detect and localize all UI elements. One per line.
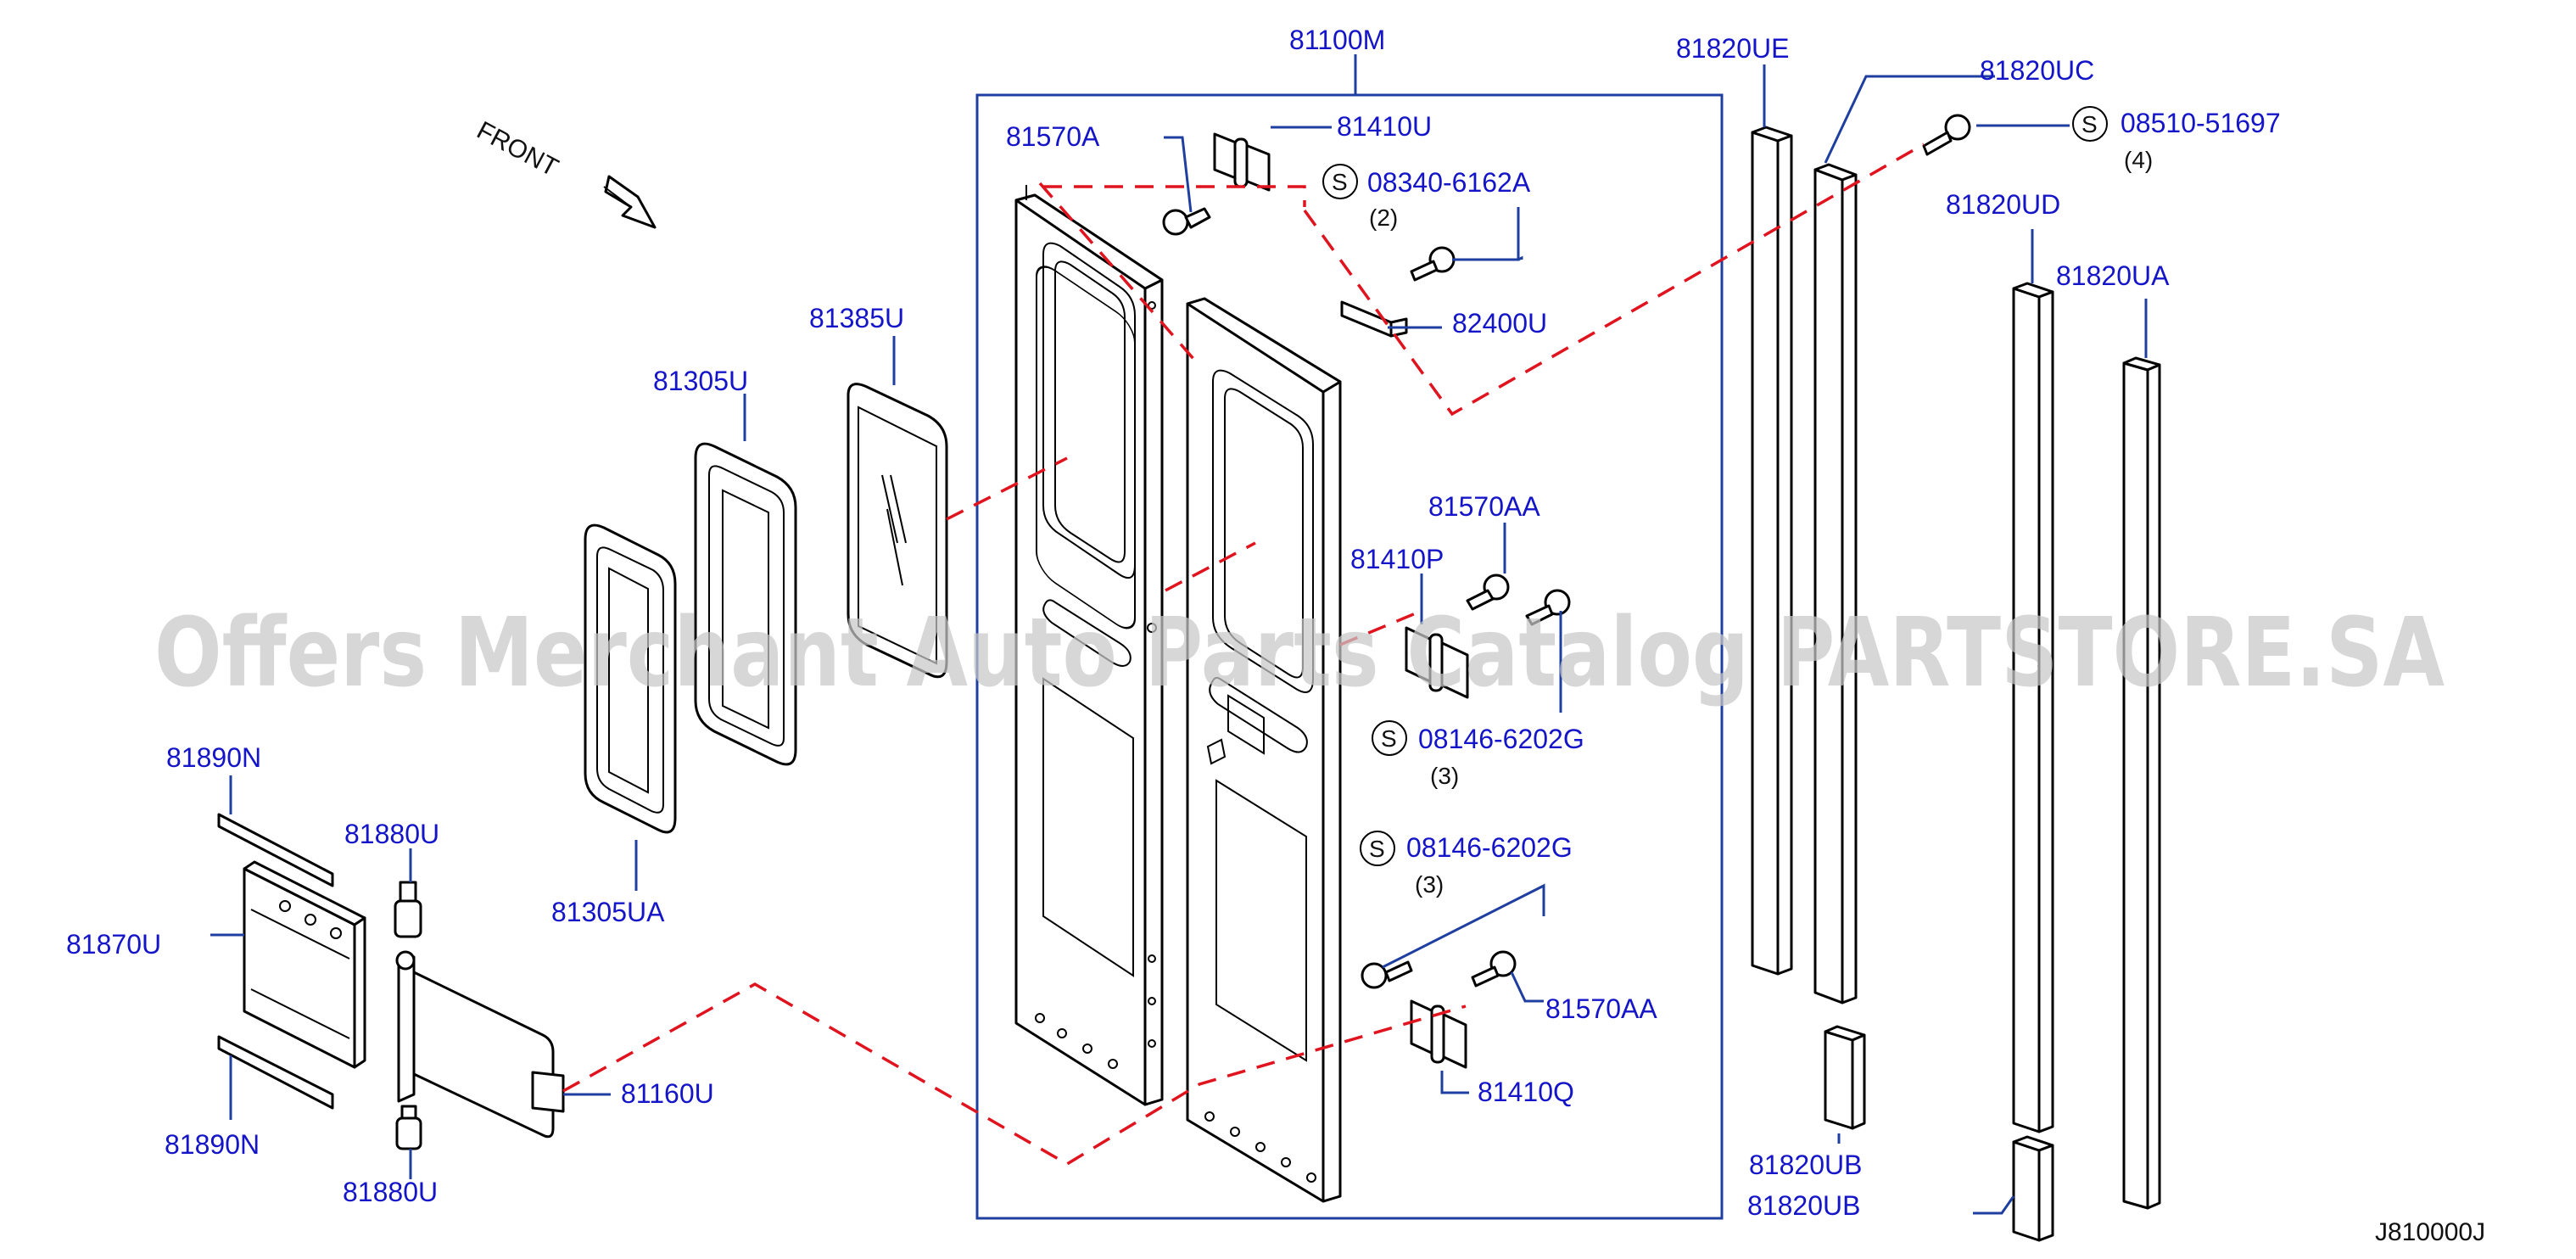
part-label-81820UD[interactable]: 81820UD	[1946, 189, 2060, 220]
part-label-81890N-top[interactable]: 81890N	[166, 742, 261, 773]
bracket-81870U	[243, 860, 366, 1069]
quantity-08340-6162A: (2)	[1369, 204, 1398, 231]
part-label-08146-6202G-b[interactable]: 08146-6202G	[1406, 832, 1573, 863]
bushing-81880U-top	[394, 881, 422, 938]
quantity-08146-6202G-a: (3)	[1430, 763, 1459, 789]
part-label-81880U-bottom[interactable]: 81880U	[343, 1177, 438, 1207]
phantom-line-top	[1038, 143, 1925, 417]
part-label-81880U-top[interactable]: 81880U	[344, 819, 439, 849]
quantity-08146-6202G-b: (3)	[1415, 871, 1444, 898]
part-label-81410P[interactable]: 81410P	[1350, 544, 1444, 574]
left-door-panel	[1014, 185, 1164, 1106]
weatherstrip-81820UD	[2012, 282, 2054, 1133]
standard-part-marker: S	[1360, 831, 1395, 866]
part-label-81870U[interactable]: 81870U	[66, 929, 161, 960]
weatherstrip-81820UE	[1751, 126, 1793, 976]
bolt-81570AA-bottom	[1471, 950, 1517, 988]
part-label-81305UA[interactable]: 81305UA	[551, 897, 665, 927]
bolt-81570AA-top	[1466, 574, 1510, 611]
part-label-81100M[interactable]: 81100M	[1289, 25, 1385, 55]
part-label-81820UB-1[interactable]: 81820UB	[1749, 1150, 1862, 1180]
assembly-box-81100M	[975, 93, 1724, 1220]
part-label-81410Q[interactable]: 81410Q	[1478, 1077, 1574, 1107]
part-label-81820UB-2[interactable]: 81820UB	[1747, 1190, 1860, 1221]
part-label-81890N-bottom[interactable]: 81890N	[165, 1129, 260, 1160]
part-label-81820UA[interactable]: 81820UA	[2056, 260, 2170, 291]
strip-81890N-bottom	[217, 1035, 334, 1110]
quantity-08510-51697: (4)	[2124, 147, 2153, 173]
standard-part-marker: S	[1372, 720, 1407, 756]
phantom-line-glass	[946, 456, 1068, 521]
hinge-81410U	[1213, 132, 1271, 192]
standard-part-marker: S	[2072, 106, 2108, 142]
bushing-81880U-bottom	[395, 1105, 422, 1150]
part-label-81160U[interactable]: 81160U	[621, 1078, 714, 1109]
bolt-08146-6202G-a	[1525, 589, 1571, 626]
watermark-text: Offers Merchant Auto Parts Catalog PARTS…	[154, 598, 2445, 708]
gasket-81305U	[694, 442, 797, 766]
glass-81385U	[847, 383, 948, 679]
part-label-81570A[interactable]: 81570A	[1006, 121, 1100, 152]
svg-text:S: S	[1381, 725, 1397, 752]
bolt-08340-6162A	[1410, 246, 1456, 282]
part-label-81570AA-bottom[interactable]: 81570AA	[1545, 993, 1657, 1024]
leader-lines	[210, 64, 2148, 1215]
svg-text:S: S	[1332, 169, 1348, 195]
right-door-panel	[1186, 297, 1342, 1203]
part-label-08340-6162A[interactable]: 08340-6162A	[1367, 167, 1531, 198]
end-cap-81820UB-2	[2012, 1135, 2054, 1242]
part-label-82400U[interactable]: 82400U	[1452, 308, 1547, 339]
strip-81890N-top	[217, 813, 334, 887]
phantom-line-window	[1165, 541, 1256, 592]
hinge-81410P	[1405, 626, 1469, 699]
phantom-line-hinge-mid	[1339, 609, 1422, 646]
svg-text:S: S	[1369, 836, 1385, 862]
front-arrow-icon	[603, 175, 657, 229]
svg-text:S: S	[2081, 111, 2098, 137]
part-label-81820UE[interactable]: 81820UE	[1676, 33, 1789, 64]
weatherstrip-81820UA	[2122, 356, 2161, 1210]
part-label-08146-6202G-a[interactable]: 08146-6202G	[1418, 724, 1584, 754]
clip-08510-51697	[1922, 114, 1971, 156]
phantom-line-hinge-left	[562, 982, 1467, 1167]
end-cap-81820UB-1	[1824, 1025, 1866, 1130]
bolt-08146-6202G-b	[1361, 960, 1413, 989]
part-label-08510-51697[interactable]: 08510-51697	[2121, 108, 2281, 138]
weatherstrip-81820UC	[1813, 163, 1858, 1004]
part-label-81305U[interactable]: 81305U	[653, 366, 748, 396]
hinge-81410Q	[1410, 999, 1467, 1069]
stop-82400U	[1340, 300, 1408, 338]
gasket-81305UA	[584, 523, 677, 834]
front-label: FRONT	[472, 116, 563, 182]
part-label-81820UC[interactable]: 81820UC	[1980, 55, 2094, 86]
part-label-81410U[interactable]: 81410U	[1337, 111, 1432, 142]
hinge-81160U	[395, 950, 565, 1139]
part-label-81570AA-top[interactable]: 81570AA	[1428, 491, 1540, 522]
standard-part-marker: S	[1322, 164, 1358, 199]
figure-code: J810000J	[2375, 1218, 2485, 1246]
bolt-81570A	[1162, 207, 1211, 236]
part-label-81385U[interactable]: 81385U	[809, 303, 904, 333]
